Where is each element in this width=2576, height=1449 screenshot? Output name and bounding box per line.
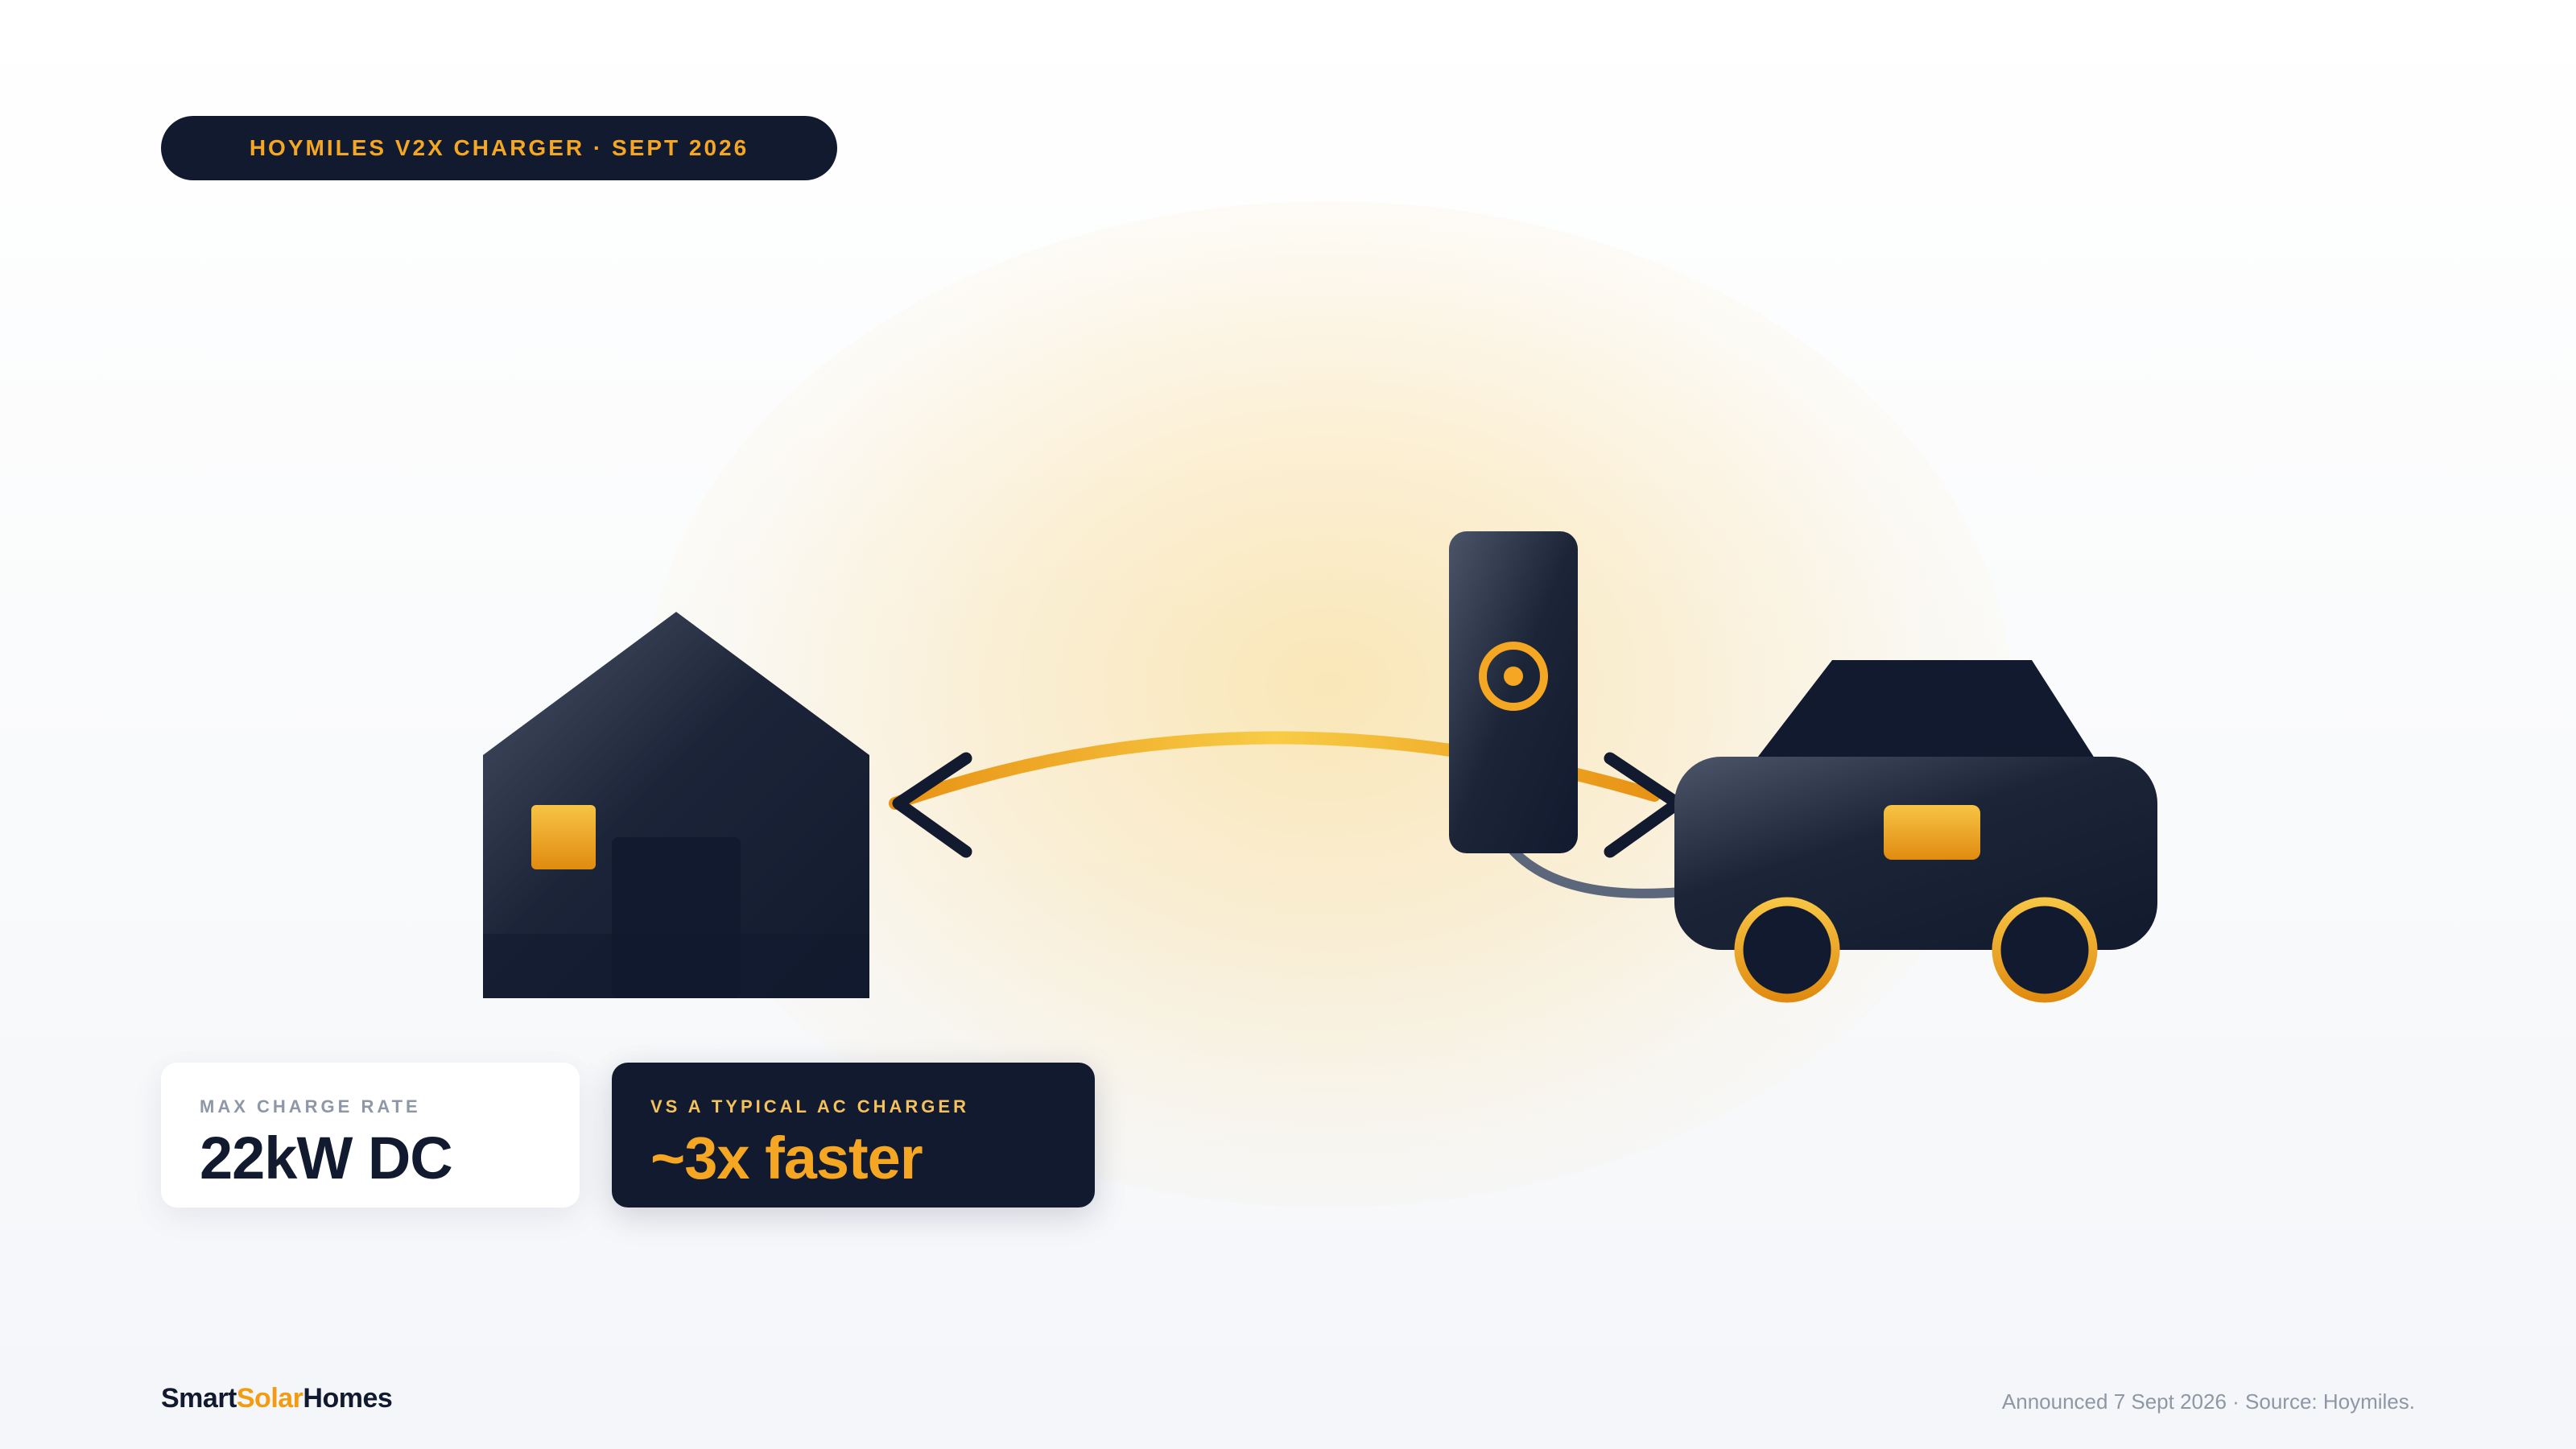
source-note: Announced 7 Sept 2026 · Source: Hoymiles…: [2001, 1389, 2415, 1414]
header-tag: HOYMILES V2X CHARGER · SEPT 2026: [161, 116, 837, 180]
header-tag-text: HOYMILES V2X CHARGER · SEPT 2026: [249, 135, 749, 160]
cable-icon: [1509, 846, 1686, 898]
stat-card-comparison: VS A TYPICAL AC CHARGER ~3x faster: [612, 1063, 1095, 1208]
house-window: [531, 805, 596, 869]
chevron-left-icon: [892, 752, 972, 858]
stat-card-max-charge: MAX CHARGE RATE 22kW DC: [161, 1063, 580, 1208]
car-window: [1884, 805, 1980, 860]
brand-logo: SmartSolarHomes: [161, 1383, 393, 1414]
brand-part-solar: Solar: [236, 1383, 303, 1414]
stat-value: 22kW DC: [200, 1125, 453, 1191]
car-wheel-front: [1734, 897, 1840, 1003]
charger-icon: [1449, 531, 1578, 853]
stat-value: ~3x faster: [650, 1125, 923, 1191]
house-icon: [483, 612, 869, 998]
car-wheel-rear: [1992, 897, 2098, 1003]
chevron-right-icon: [1604, 752, 1684, 858]
stat-label: VS A TYPICAL AC CHARGER: [650, 1096, 969, 1117]
stat-label: MAX CHARGE RATE: [200, 1096, 421, 1117]
brand-part-homes: Homes: [303, 1383, 393, 1414]
car-icon: [1674, 660, 2157, 1003]
brand-part-smart: Smart: [161, 1383, 237, 1414]
